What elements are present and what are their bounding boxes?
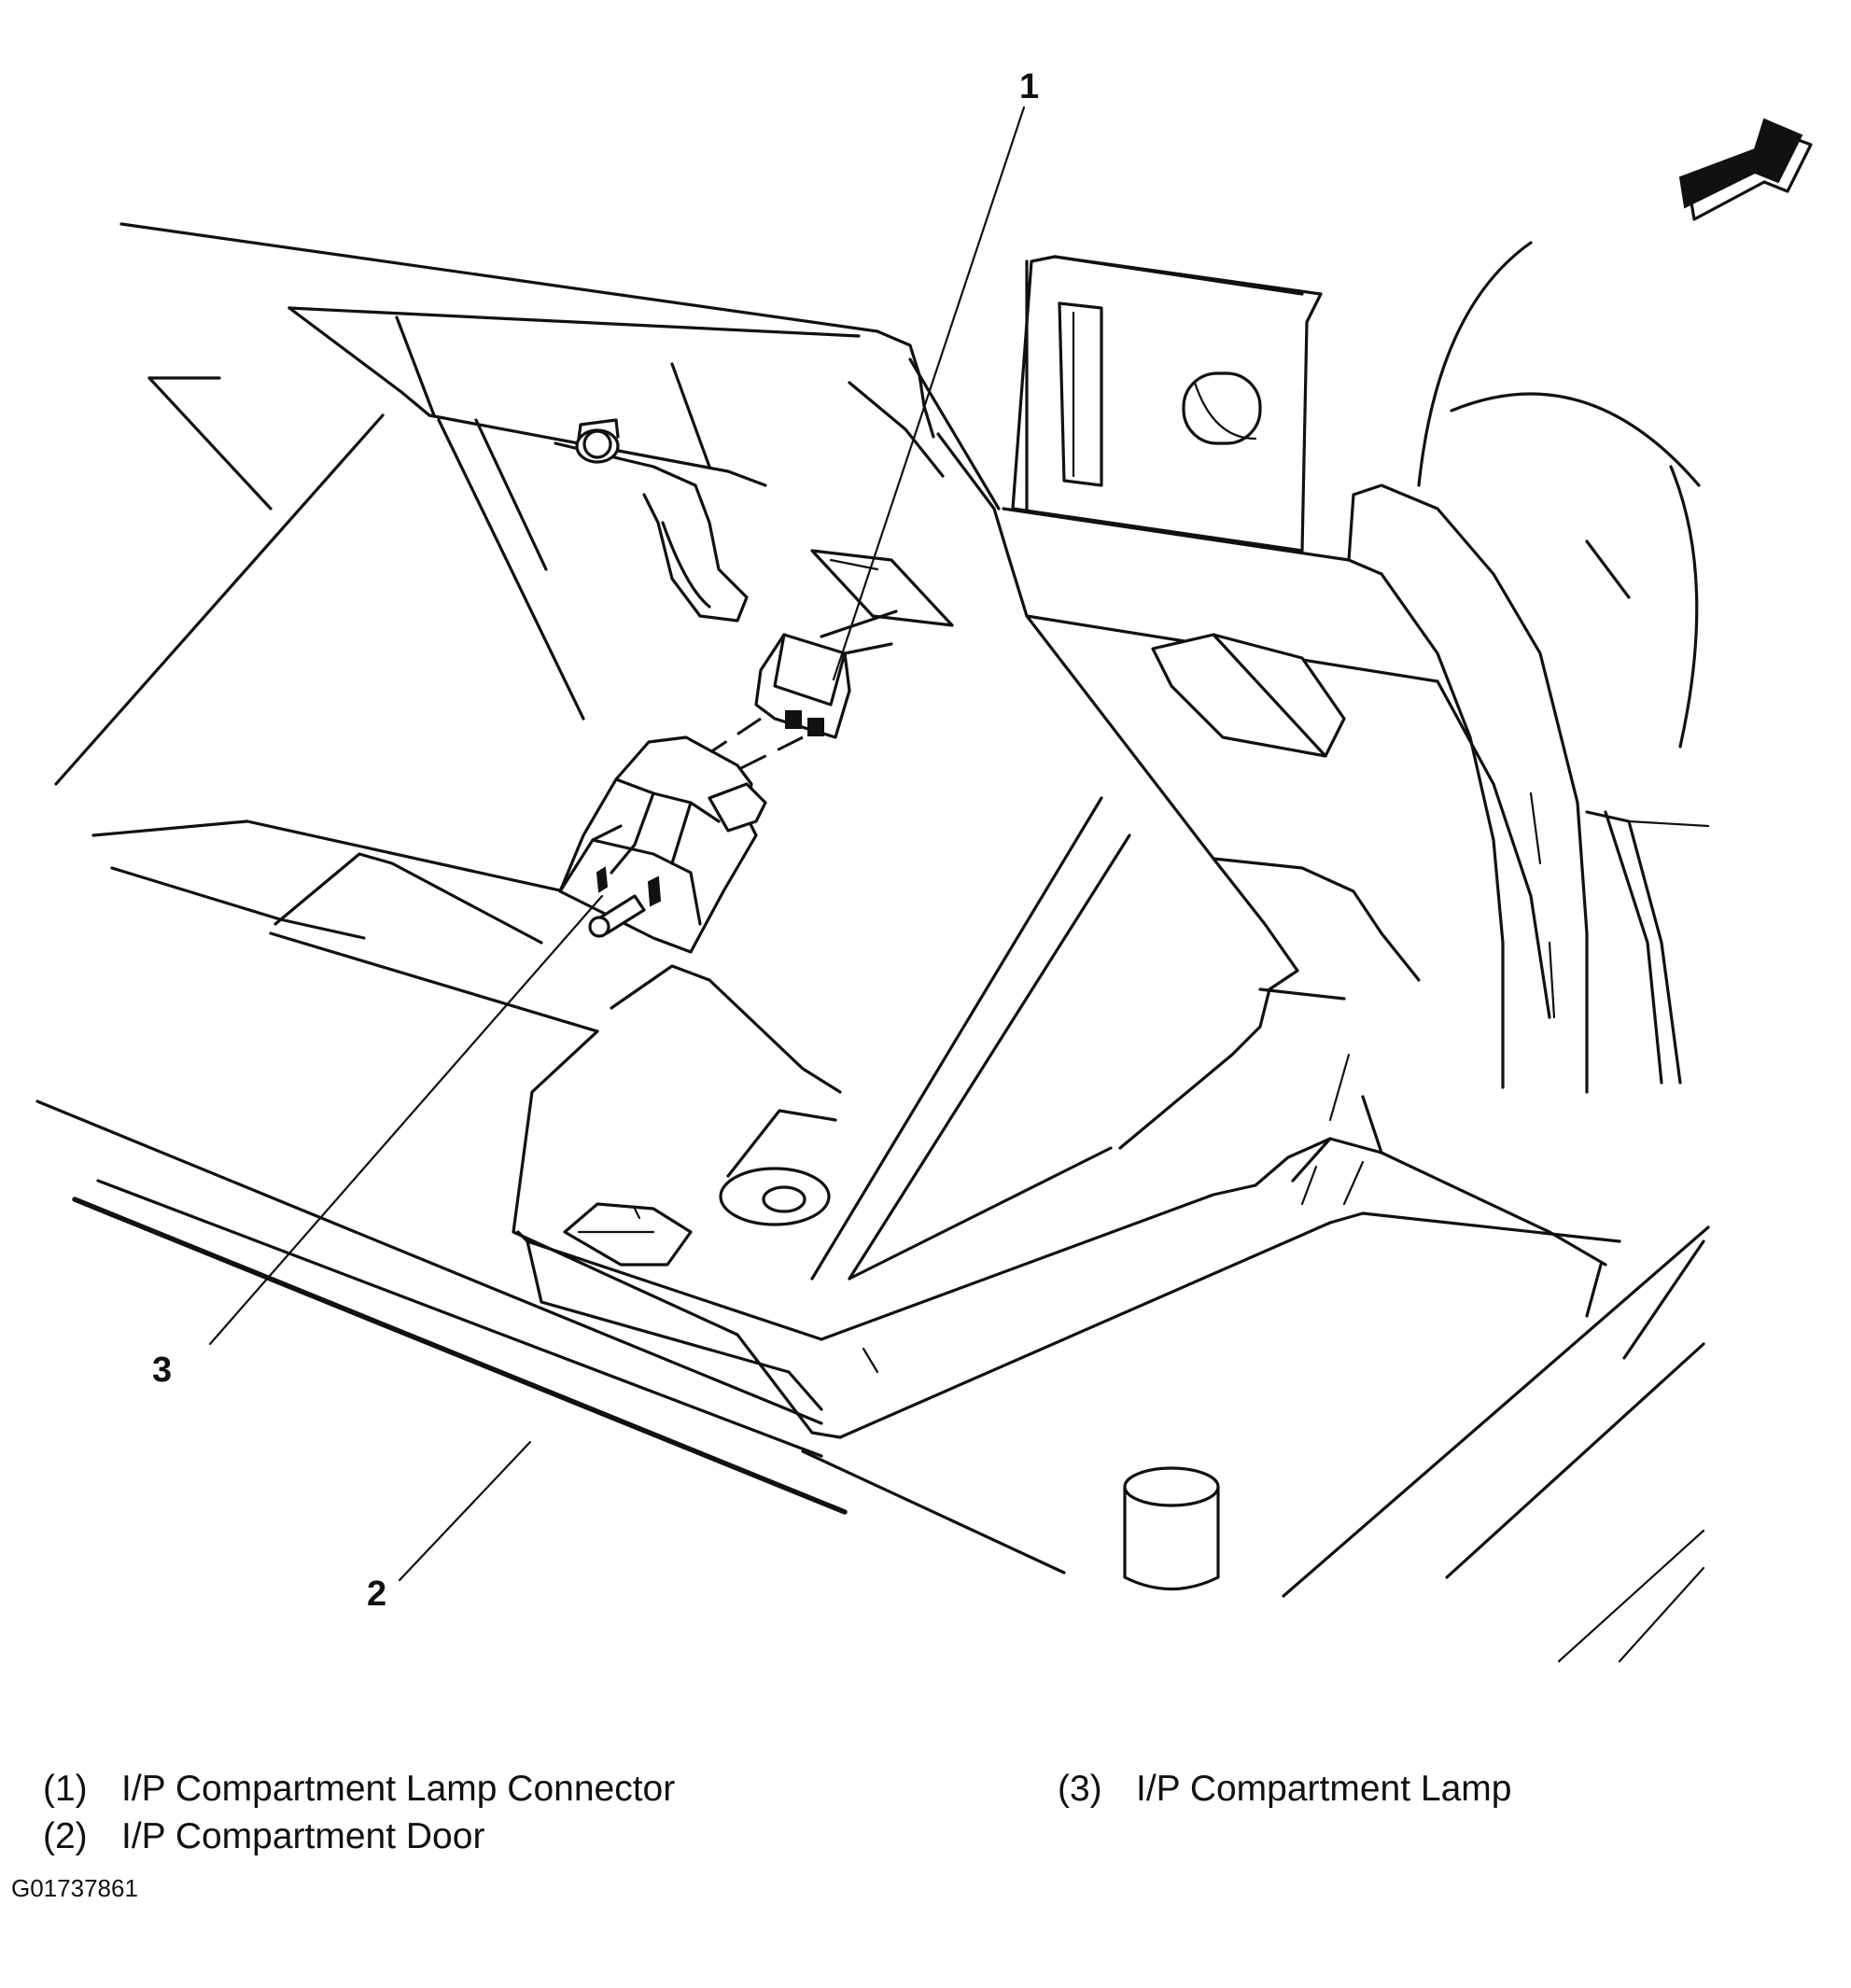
raised-tab — [1151, 633, 1346, 758]
legend-index: (3) — [1058, 1769, 1102, 1809]
legend-text: I/P Compartment Lamp — [1136, 1769, 1512, 1809]
compartment-floor — [526, 1053, 1705, 1439]
lamp-connector — [754, 609, 898, 739]
mounting-block — [1011, 255, 1323, 553]
cylinder-bumper — [1123, 1466, 1220, 1590]
floor-panel — [801, 1225, 1710, 1663]
legend-index: (1) — [43, 1769, 88, 1809]
legend-text: I/P Compartment Lamp Connector — [121, 1769, 676, 1809]
dash-slot — [810, 549, 954, 627]
compartment-strut — [810, 614, 1421, 1281]
callout-3: 3 — [152, 1351, 172, 1390]
floor-recess — [563, 1202, 693, 1267]
arrow-icon — [1678, 118, 1813, 221]
callout-2: 2 — [367, 1575, 386, 1614]
leader-lines — [208, 105, 1026, 1582]
bolt-icon — [582, 429, 612, 459]
floor-hole — [719, 1167, 831, 1226]
legend-index: (2) — [43, 1816, 88, 1856]
compartment-opening — [54, 376, 907, 786]
figure-id: G01737861 — [11, 1874, 138, 1902]
legend-item-door: (2) I/P Compartment Door — [43, 1816, 484, 1857]
legend-text: I/P Compartment Door — [121, 1816, 485, 1856]
legend-item-connector: (1) I/P Compartment Lamp Connector — [43, 1769, 675, 1810]
compartment-lamp — [558, 735, 767, 954]
compartment-door — [35, 819, 879, 1515]
legend-item-lamp: (3) I/P Compartment Lamp — [1058, 1769, 1511, 1810]
side-panel — [908, 357, 1682, 1094]
door-pillar — [1417, 241, 1710, 828]
alignment-lines — [690, 717, 804, 777]
callout-1: 1 — [1019, 67, 1039, 106]
instrument-panel-upper — [119, 222, 945, 487]
